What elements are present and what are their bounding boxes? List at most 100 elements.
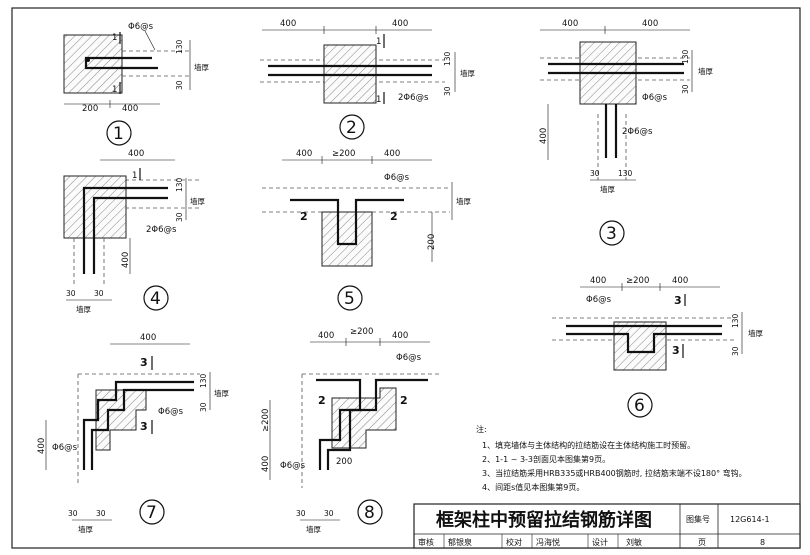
design-label: 设计 bbox=[592, 537, 608, 547]
column-section bbox=[63, 34, 123, 94]
detail-4: 400 1 2Φ6@s 130 30 墙厚 400 30 30 墙厚 4 bbox=[63, 149, 205, 314]
section-mark-1: 1 bbox=[132, 171, 137, 181]
dim-400: 400 bbox=[280, 19, 296, 29]
dim-200: 200 bbox=[336, 457, 352, 467]
tie-bar bbox=[92, 196, 168, 274]
detail-number-5: 5 bbox=[344, 289, 355, 309]
section-mark-2: 2 bbox=[318, 394, 326, 407]
dim-ge200: ≥200 bbox=[350, 327, 373, 337]
note-item: 1、填充墙体与主体结构的拉结筋设在主体结构施工时预留。 bbox=[482, 440, 695, 450]
dim-130: 130 bbox=[681, 49, 690, 64]
detail-5: 400 ≥200 400 2 2 Φ6@s 墙厚 200 5 bbox=[262, 149, 471, 311]
dim-130: 130 bbox=[175, 39, 184, 54]
page-label: 页 bbox=[698, 538, 706, 547]
column-section bbox=[321, 211, 373, 267]
dim-400: 400 bbox=[296, 149, 312, 159]
dim-30: 30 bbox=[324, 509, 334, 518]
section-mark-2: 2 bbox=[300, 210, 308, 223]
detail-number-4: 4 bbox=[150, 289, 161, 309]
dim-400: 400 bbox=[392, 19, 408, 29]
tie-bar bbox=[82, 186, 168, 274]
tie-bar bbox=[316, 378, 362, 470]
dim-130: 130 bbox=[618, 169, 633, 178]
wall-label: 墙厚 bbox=[748, 328, 763, 338]
title-block: 框架柱中预留拉结钢筋详图 图集号 12G614-1 审核 郁银泉 校对 冯海悦 … bbox=[413, 503, 801, 549]
dim-400: 400 bbox=[122, 104, 138, 114]
section-mark-3: 3 bbox=[672, 344, 680, 357]
wall-label: 墙厚 bbox=[456, 196, 471, 206]
section-mark-1: 1 bbox=[112, 33, 117, 43]
dim-400: 400 bbox=[384, 149, 400, 159]
section-mark-3: 3 bbox=[140, 420, 148, 433]
dim-30: 30 bbox=[175, 212, 184, 222]
dim-400: 400 bbox=[562, 19, 578, 29]
notes: 注: 1、填充墙体与主体结构的拉结筋设在主体结构施工时预留。 2、1-1 ~ 3… bbox=[476, 424, 747, 492]
bar-label: Φ6@s bbox=[642, 93, 668, 103]
section-mark-1: 1 bbox=[376, 37, 381, 47]
dim-ge200: ≥200 bbox=[261, 409, 271, 432]
sheet-border bbox=[11, 7, 801, 549]
dim-30: 30 bbox=[590, 169, 600, 178]
detail-1: 1 1 Φ6@s 130 30 墙厚 200 400 1 bbox=[63, 22, 209, 146]
wall-label: 墙厚 bbox=[600, 184, 615, 194]
dim-200: 200 bbox=[82, 104, 98, 114]
designer-name: 刘敏 bbox=[626, 537, 642, 547]
page-number: 8 bbox=[760, 538, 765, 547]
bar-label: 2Φ6@s bbox=[146, 225, 177, 235]
wall-label: 墙厚 bbox=[214, 388, 229, 398]
note-item: 3、当拉结筋采用HRB335或HRB400钢筋时, 拉结筋末端不设180° 弯钩… bbox=[482, 468, 747, 478]
bar-label: 2Φ6@s bbox=[622, 127, 653, 137]
detail-7: 400 3 Φ6@s 3 Φ6@s 400 130 30 墙厚 30 30 墙厚… bbox=[37, 333, 229, 534]
bar-label: Φ6@s bbox=[128, 22, 154, 32]
dim-30: 30 bbox=[66, 289, 76, 298]
wall-label: 墙厚 bbox=[306, 524, 321, 534]
review-label: 审核 bbox=[418, 537, 434, 547]
dim-400: 400 bbox=[140, 333, 156, 343]
note-item: 2、1-1 ~ 3-3剖面见本图集第9页。 bbox=[482, 454, 610, 464]
dim-30: 30 bbox=[731, 346, 740, 356]
detail-3: 400 400 Φ6@s 2Φ6@s 400 130 30 墙厚 30 130 … bbox=[539, 19, 713, 246]
wall-label: 墙厚 bbox=[78, 524, 93, 534]
dim-200: 200 bbox=[427, 234, 437, 250]
section-mark-2: 2 bbox=[400, 394, 408, 407]
tie-bar bbox=[84, 56, 158, 70]
detail-number-3: 3 bbox=[606, 224, 617, 244]
dim-400: 400 bbox=[318, 331, 334, 341]
dim-30: 30 bbox=[443, 86, 452, 96]
detail-number-7: 7 bbox=[146, 503, 157, 523]
bar-label: Φ6@s bbox=[384, 173, 410, 183]
wall-label: 墙厚 bbox=[190, 196, 205, 206]
tie-bar bbox=[326, 378, 428, 470]
dim-400: 400 bbox=[261, 456, 271, 472]
column-section bbox=[331, 387, 397, 449]
atlas-number: 12G614-1 bbox=[730, 515, 770, 524]
dim-130: 130 bbox=[175, 177, 184, 192]
dim-130: 130 bbox=[199, 373, 208, 388]
tie-bar bbox=[566, 332, 722, 354]
bar-label: Φ6@s bbox=[396, 353, 422, 363]
section-mark-1: 1 bbox=[376, 95, 381, 105]
check-label: 校对 bbox=[506, 537, 522, 547]
dim-400: 400 bbox=[121, 252, 131, 268]
dim-400: 400 bbox=[539, 128, 549, 144]
dim-30: 30 bbox=[94, 289, 104, 298]
notes-title: 注: bbox=[476, 424, 487, 434]
detail-number-6: 6 bbox=[634, 396, 645, 416]
bar-label: Φ6@s bbox=[586, 295, 612, 305]
dim-30: 30 bbox=[681, 84, 690, 94]
section-mark-3: 3 bbox=[674, 294, 682, 307]
dim-400: 400 bbox=[128, 149, 144, 159]
atlas-label: 图集号 bbox=[686, 514, 710, 524]
dim-30: 30 bbox=[68, 509, 78, 518]
dim-400: 400 bbox=[392, 331, 408, 341]
dim-400: 400 bbox=[672, 276, 688, 286]
dim-30: 30 bbox=[175, 80, 184, 90]
section-mark-2: 2 bbox=[390, 210, 398, 223]
detail-2: 400 400 1 1 2Φ6@s 130 30 墙厚 2 bbox=[260, 19, 475, 140]
bar-label: Φ6@s bbox=[52, 443, 78, 453]
wall-label: 墙厚 bbox=[460, 68, 475, 78]
detail-8: 400 ≥200 400 Φ6@s 2 2 ≥200 400 Φ6@s 200 … bbox=[261, 327, 440, 534]
dim-400: 400 bbox=[642, 19, 658, 29]
section-mark-1: 1 bbox=[112, 85, 117, 95]
